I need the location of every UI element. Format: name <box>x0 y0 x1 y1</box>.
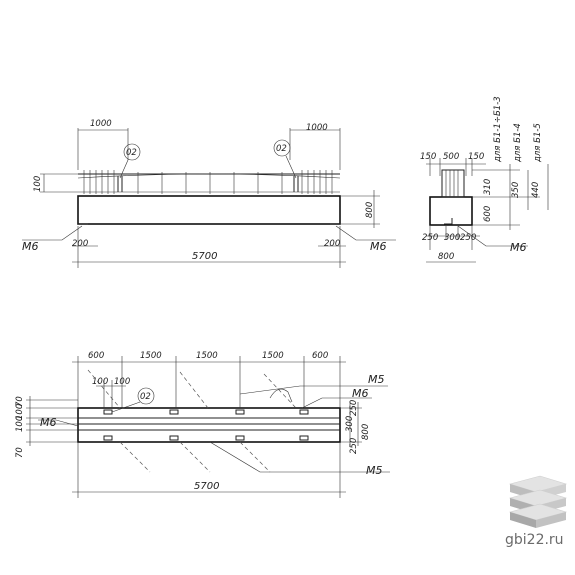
dim-line-5700-top <box>72 226 346 268</box>
leader-m5-bottom <box>209 441 390 473</box>
dim-line-section-bottom <box>426 226 480 250</box>
dim-100: 100 <box>33 176 43 192</box>
section-rebars <box>445 170 459 197</box>
plan-mark-circle <box>137 387 155 405</box>
dim-350: 350 <box>511 182 521 198</box>
dim-line-section-right <box>472 164 549 230</box>
dim-200-left: 200 <box>72 239 88 249</box>
dim-line-plan-right <box>340 402 362 446</box>
dim-250-left: 250 <box>422 233 438 243</box>
dim-line-800 <box>340 190 380 228</box>
section-body <box>429 196 473 226</box>
label-m5-top: M5 <box>368 373 385 386</box>
dim-800-plan: 800 <box>361 424 371 440</box>
mark-circle-left <box>123 143 141 161</box>
dim-150-left: 150 <box>420 152 436 162</box>
dim-250-right: 250 <box>460 233 476 243</box>
dim-800-section: 800 <box>438 252 454 262</box>
dim-1000-left: 1000 <box>90 119 112 129</box>
dim-line-section-top <box>426 158 486 176</box>
plan-view: 600 1500 1500 1500 600 100 100 02 M5 M6 … <box>15 351 390 498</box>
lifting-loop-right <box>293 176 299 192</box>
dim-250-bottom: 250 <box>349 438 359 454</box>
plan-body <box>77 407 341 443</box>
dim-70-top: 70 <box>15 396 25 407</box>
mark-02-left: 02 <box>126 148 137 158</box>
stirrups <box>83 170 333 194</box>
dim-100-l2: 100 <box>15 416 25 432</box>
dim-500: 500 <box>443 152 459 162</box>
dim-600-left: 600 <box>88 351 104 361</box>
mark-circle-right <box>273 139 291 157</box>
dim-600: 600 <box>483 206 493 222</box>
dim-100-a: 100 <box>92 377 108 387</box>
mark-02-right: 02 <box>276 144 287 154</box>
note-b1-5: для Б1-5 <box>533 123 543 163</box>
dim-310: 310 <box>483 179 493 195</box>
leader-m6-plan-left <box>38 419 79 427</box>
watermark-site-text: gbi22.ru <box>505 532 564 548</box>
leader-m6-left <box>22 225 83 241</box>
mark-leader-left <box>119 159 129 179</box>
dim-line-100 <box>40 173 78 193</box>
plan-arc-marker <box>269 388 293 403</box>
dim-800-elevation: 800 <box>365 202 375 218</box>
plan-plates <box>103 409 309 441</box>
dim-5700-elevation: 5700 <box>192 251 217 262</box>
label-m6-plan-left: M6 <box>40 416 57 429</box>
dim-line-plan-top <box>72 356 346 408</box>
dim-1500-c: 1500 <box>262 351 284 361</box>
dim-5700-plan: 5700 <box>194 481 219 492</box>
dim-line-plan-100 <box>96 380 126 408</box>
dim-line-1000-left <box>77 128 129 170</box>
note-b1-4: для Б1-4 <box>513 123 523 163</box>
dim-200-right: 200 <box>324 239 340 249</box>
dim-150-right: 150 <box>468 152 484 162</box>
mark-02-plan: 02 <box>140 392 151 402</box>
cross-section-view: 150 500 150 310 600 350 440 для Б1-1÷Б1-… <box>420 96 549 263</box>
dim-line-1000-right <box>289 128 341 170</box>
label-m6-top: M6 <box>352 387 369 400</box>
stacked-slabs-icon <box>508 475 568 528</box>
dim-100-b: 100 <box>114 377 130 387</box>
dim-300: 300 <box>444 233 460 243</box>
note-b1-1-b1-3: для Б1-1÷Б1-3 <box>493 96 503 163</box>
label-m6-left: M6 <box>22 240 39 253</box>
beam-body <box>77 195 341 225</box>
dim-600-right: 600 <box>312 351 328 361</box>
label-m6-section: M6 <box>510 241 527 254</box>
plan-rebars <box>78 417 340 431</box>
dim-70-bottom: 70 <box>15 447 25 458</box>
dim-250-top: 250 <box>349 400 359 416</box>
dim-440: 440 <box>531 182 541 198</box>
dim-line-plan-left <box>26 396 78 446</box>
dim-1000-right: 1000 <box>306 123 328 133</box>
label-m6-right: M6 <box>370 240 387 253</box>
leader-m6-top <box>301 397 372 409</box>
dim-300-plan: 300 <box>345 416 355 432</box>
leader-m6-section <box>457 225 528 247</box>
leader-m6-right <box>335 225 396 241</box>
label-m5-bottom: M5 <box>366 464 383 477</box>
dim-1500-b: 1500 <box>196 351 218 361</box>
mark-leader-right <box>285 155 297 179</box>
plan-mark-leader <box>111 401 141 413</box>
dim-1500-a: 1500 <box>140 351 162 361</box>
elevation-view: 1000 1000 02 02 100 800 M6 M6 200 200 57… <box>22 119 396 268</box>
dim-100-l1: 100 <box>15 404 25 420</box>
lifting-loop-left <box>117 176 123 192</box>
dim-line-5700-plan <box>72 442 346 498</box>
section-cage <box>441 169 465 198</box>
rebar-wave-line <box>77 173 341 179</box>
section-plate <box>444 218 453 225</box>
leader-m5-top <box>239 385 388 395</box>
